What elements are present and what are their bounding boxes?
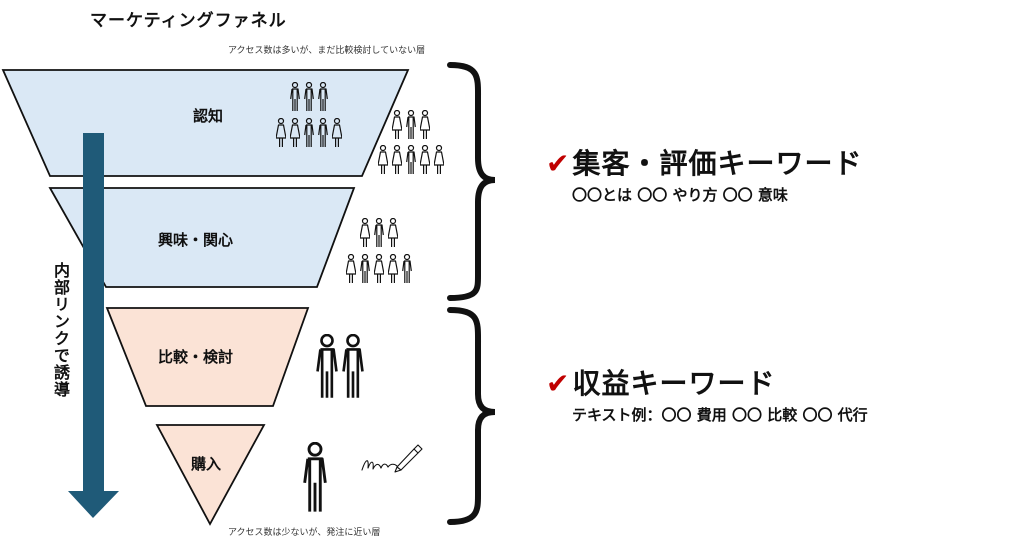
- keyword-group-heading: ✔収益キーワード: [546, 362, 775, 402]
- keyword-group-heading: ✔集客・評価キーワード: [546, 142, 862, 182]
- keyword-examples: 〇〇とは 〇〇 やり方 〇〇 意味: [572, 186, 788, 204]
- keyword-heading-text: 収益キーワード: [572, 367, 776, 400]
- check-icon: ✔: [546, 147, 571, 180]
- people-crowd-icon: [346, 218, 412, 284]
- person-icon: [303, 442, 327, 514]
- diagram-title: マーケティングファネル: [90, 11, 287, 31]
- curly-brace-bottom: [447, 307, 496, 525]
- arrow-label: 内部リンクで誘導: [51, 262, 70, 398]
- keyword-heading-text: 集客・評価キーワード: [572, 147, 863, 180]
- pen-signature-icon: [361, 444, 423, 473]
- curly-brace-top: [447, 62, 496, 301]
- funnel-stage-comparison: [105, 307, 310, 407]
- keyword-examples: テキスト例：〇〇 費用 〇〇 比較 〇〇 代行: [572, 406, 868, 424]
- bottom-layer-note: アクセス数は少ないが、発注に近い層: [228, 528, 381, 538]
- stage-label-awareness: 認知: [193, 107, 224, 125]
- down-arrow: [68, 133, 119, 518]
- funnel-stage-purchase: [155, 424, 266, 526]
- stage-label-interest: 興味・関心: [158, 231, 234, 249]
- person-pair-icon: [316, 334, 364, 400]
- stage-label-purchase: 購入: [191, 455, 222, 473]
- top-layer-note: アクセス数は多いが、まだ比較検討していない層: [228, 46, 426, 56]
- check-icon: ✔: [546, 367, 571, 400]
- stage-label-comparison: 比較・検討: [158, 348, 234, 366]
